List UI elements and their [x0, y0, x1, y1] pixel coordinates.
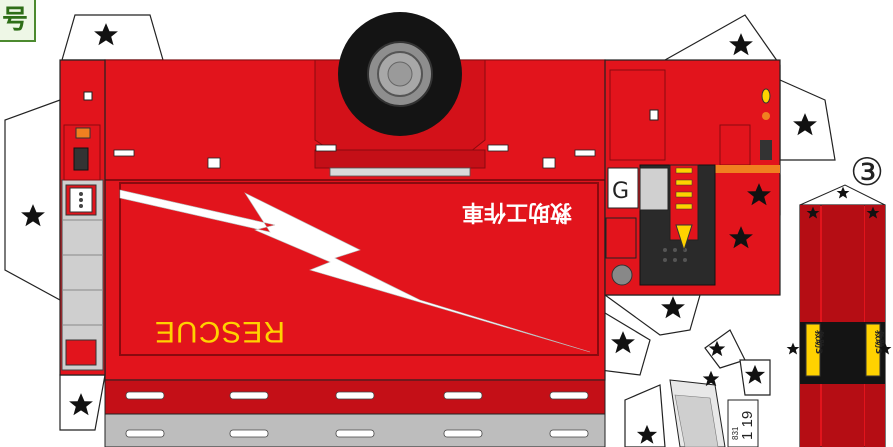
rescue-text: RESCUE — [154, 315, 285, 348]
yellow-label-left — [805, 323, 821, 377]
plate-number: 1 19 — [739, 411, 756, 440]
license-plate — [727, 399, 759, 447]
glue-tab-left — [4, 99, 61, 302]
star-icon — [786, 342, 800, 355]
svg-text:G: G — [612, 179, 629, 204]
door-latches — [113, 144, 596, 169]
glue-tab-top-left — [61, 14, 164, 61]
plate-small: 831 — [731, 426, 740, 440]
glue-tab-bottom-right — [624, 384, 666, 447]
part-badge: 号 — [0, 0, 36, 42]
glue-tab-small-1 — [704, 329, 746, 369]
side-text: 救助工作車 — [462, 199, 572, 224]
yellow-label-right — [865, 323, 881, 377]
yellow-label-left-text: 救助3 — [813, 330, 825, 354]
skirt-reflectors — [125, 391, 589, 438]
part-number: ③ — [850, 150, 884, 194]
wheel-icon — [338, 12, 462, 136]
lightning-bolt-icon — [119, 189, 591, 353]
